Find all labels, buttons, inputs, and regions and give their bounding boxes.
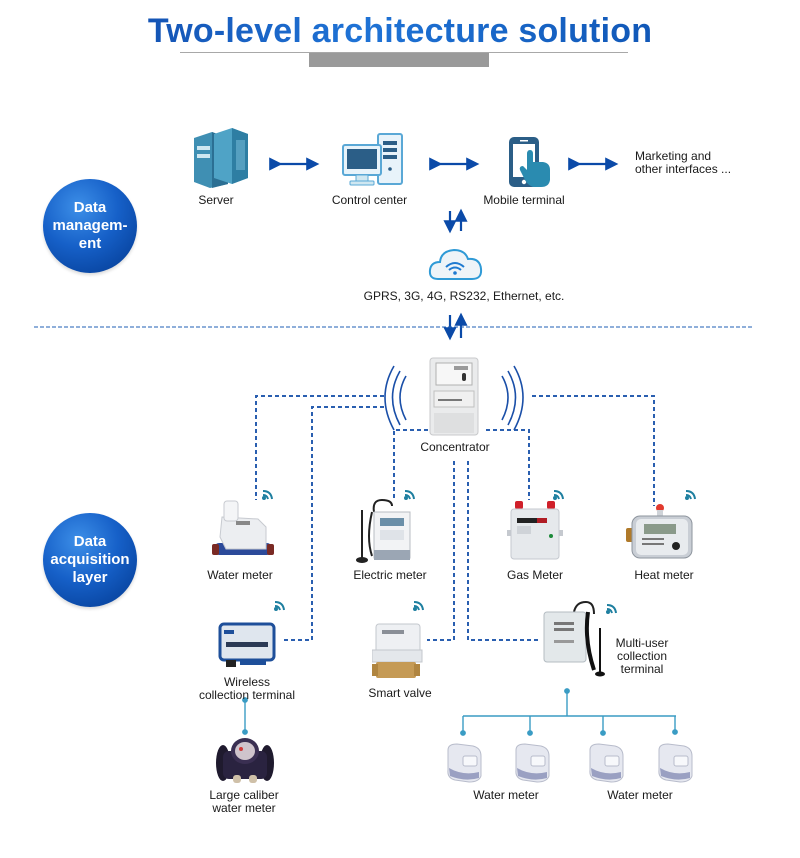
wifi-icon	[404, 490, 415, 500]
mobile-touch-icon	[509, 137, 550, 187]
multi-user-terminal-node	[540, 600, 610, 685]
title-accent-bar	[309, 53, 489, 67]
wifi-icon	[262, 490, 273, 500]
heat-meter-label: Heat meter	[634, 568, 694, 582]
control-center-label: Control center	[331, 193, 408, 207]
management-line-2: managem-	[52, 217, 128, 234]
acquisition-line-1: Data	[73, 533, 107, 550]
gas-meter-icon	[507, 501, 563, 560]
sub-water-meter-3	[587, 742, 625, 789]
water-meter-node	[212, 497, 274, 568]
large-caliber-line-1: Large caliber	[209, 788, 279, 802]
wifi-icon	[553, 490, 564, 500]
multi-user-line-2: collection	[616, 649, 668, 663]
electric-meter-icon	[356, 498, 411, 563]
marketing-interfaces-label: Marketing and other interfaces ...	[635, 150, 731, 176]
smart-valve-node	[371, 622, 424, 685]
marketing-line-1: Marketing and	[635, 149, 712, 163]
management-line-3: ent	[78, 235, 102, 252]
water-meter-icon	[515, 743, 550, 783]
link-electric-meter	[393, 429, 428, 498]
sub-water-meter-2	[513, 742, 551, 789]
wireless-terminal-label: Wireless collection terminal	[190, 676, 304, 702]
mobile-terminal-node	[507, 136, 553, 193]
signal-waves-right	[501, 365, 524, 431]
large-caliber-line-2: water meter	[212, 801, 276, 815]
mobile-terminal-label: Mobile terminal	[483, 193, 565, 207]
water-meter-icon	[212, 500, 274, 555]
concentrator-label: Concentrator	[420, 440, 490, 454]
smart-valve-icon	[371, 623, 423, 678]
page-title: Two-level architecture solution	[0, 12, 800, 51]
acquisition-line-3: layer	[72, 569, 108, 586]
water-meter-icon	[658, 743, 693, 783]
electric-meter-node	[352, 498, 414, 571]
water-meter-label: Water meter	[207, 568, 273, 582]
sub-water-meter-label-2: Water meter	[607, 788, 673, 802]
wifi-icon	[413, 601, 424, 611]
network-protocols-label: GPRS, 3G, 4G, RS232, Ethernet, etc.	[363, 289, 565, 303]
link-multi-user	[467, 461, 538, 641]
sub-water-meter-1	[445, 742, 483, 789]
concentrator-node	[428, 357, 480, 442]
multi-user-line-1: Multi-user	[615, 636, 669, 650]
computer-icon	[342, 133, 403, 186]
marketing-line-2: other interfaces ...	[635, 162, 732, 176]
water-meter-icon	[447, 743, 482, 783]
network-cloud	[428, 245, 484, 288]
data-acquisition-badge: Data acquisition layer	[43, 513, 137, 607]
title-underline	[180, 52, 628, 53]
link-gas-meter	[486, 429, 530, 500]
multi-user-terminal-label: Multi-user collection terminal	[612, 637, 672, 676]
wireless-terminal-node	[218, 622, 276, 673]
management-line-1: Data	[73, 199, 107, 216]
large-caliber-label: Large caliber water meter	[196, 789, 292, 815]
electric-meter-label: Electric meter	[353, 568, 427, 582]
control-center-node	[342, 133, 404, 192]
wireless-terminal-line-1: Wireless	[223, 675, 270, 689]
cloud-wifi-icon	[428, 248, 483, 280]
wireless-terminal-line-2: collection terminal	[198, 688, 296, 702]
signal-waves-left	[384, 365, 407, 431]
multi-user-line-3: terminal	[620, 662, 664, 676]
wifi-icon	[606, 604, 617, 614]
sub-water-meter-label-1: Water meter	[473, 788, 539, 802]
multi-user-tree	[460, 688, 678, 736]
arrow-vertical-top	[443, 208, 468, 234]
heat-meter-icon	[626, 504, 693, 559]
concentrator-device-icon	[429, 357, 479, 436]
server-icon	[194, 128, 248, 188]
water-meter-icon	[589, 743, 624, 783]
link-water-meter	[255, 395, 384, 500]
acquisition-line-2: acquisition	[50, 551, 130, 568]
gas-meter-node	[507, 500, 563, 567]
link-heat-meter	[532, 395, 655, 506]
server-label: Server	[198, 193, 234, 207]
multi-user-terminal-icon	[543, 600, 605, 677]
smart-valve-label: Smart valve	[368, 686, 432, 700]
sub-water-meter-4	[656, 742, 694, 789]
gas-meter-label: Gas Meter	[506, 568, 563, 582]
heat-meter-node	[626, 502, 694, 565]
large-caliber-meter-node	[215, 733, 275, 790]
link-smart-valve	[427, 461, 455, 641]
data-management-badge: Data managem- ent	[43, 179, 137, 273]
wifi-icon	[274, 601, 285, 611]
link-wireless-terminal	[282, 406, 384, 641]
server-node	[192, 128, 250, 193]
large-caliber-meter-icon	[216, 738, 274, 783]
wifi-icon	[685, 490, 696, 500]
lora-terminal-icon	[218, 622, 276, 667]
